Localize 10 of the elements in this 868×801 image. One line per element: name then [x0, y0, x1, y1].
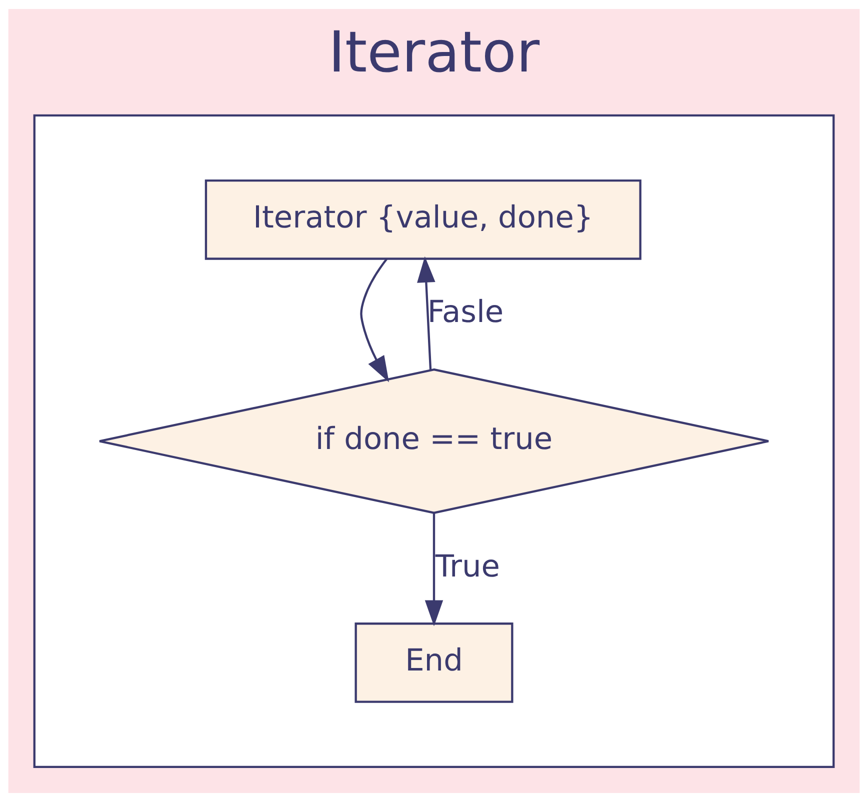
arrow	[360, 258, 390, 382]
diagram-title: Iterator	[328, 20, 540, 86]
node-box: End	[354, 622, 514, 702]
edge-label: True	[435, 548, 500, 584]
node-box: Iterator {value, done}	[204, 178, 642, 260]
arrow	[424, 512, 444, 626]
cluster	[33, 114, 835, 768]
arrow	[417, 256, 436, 370]
edge-label: Fasle	[427, 294, 504, 330]
node-diamond: if done == true	[98, 368, 770, 514]
